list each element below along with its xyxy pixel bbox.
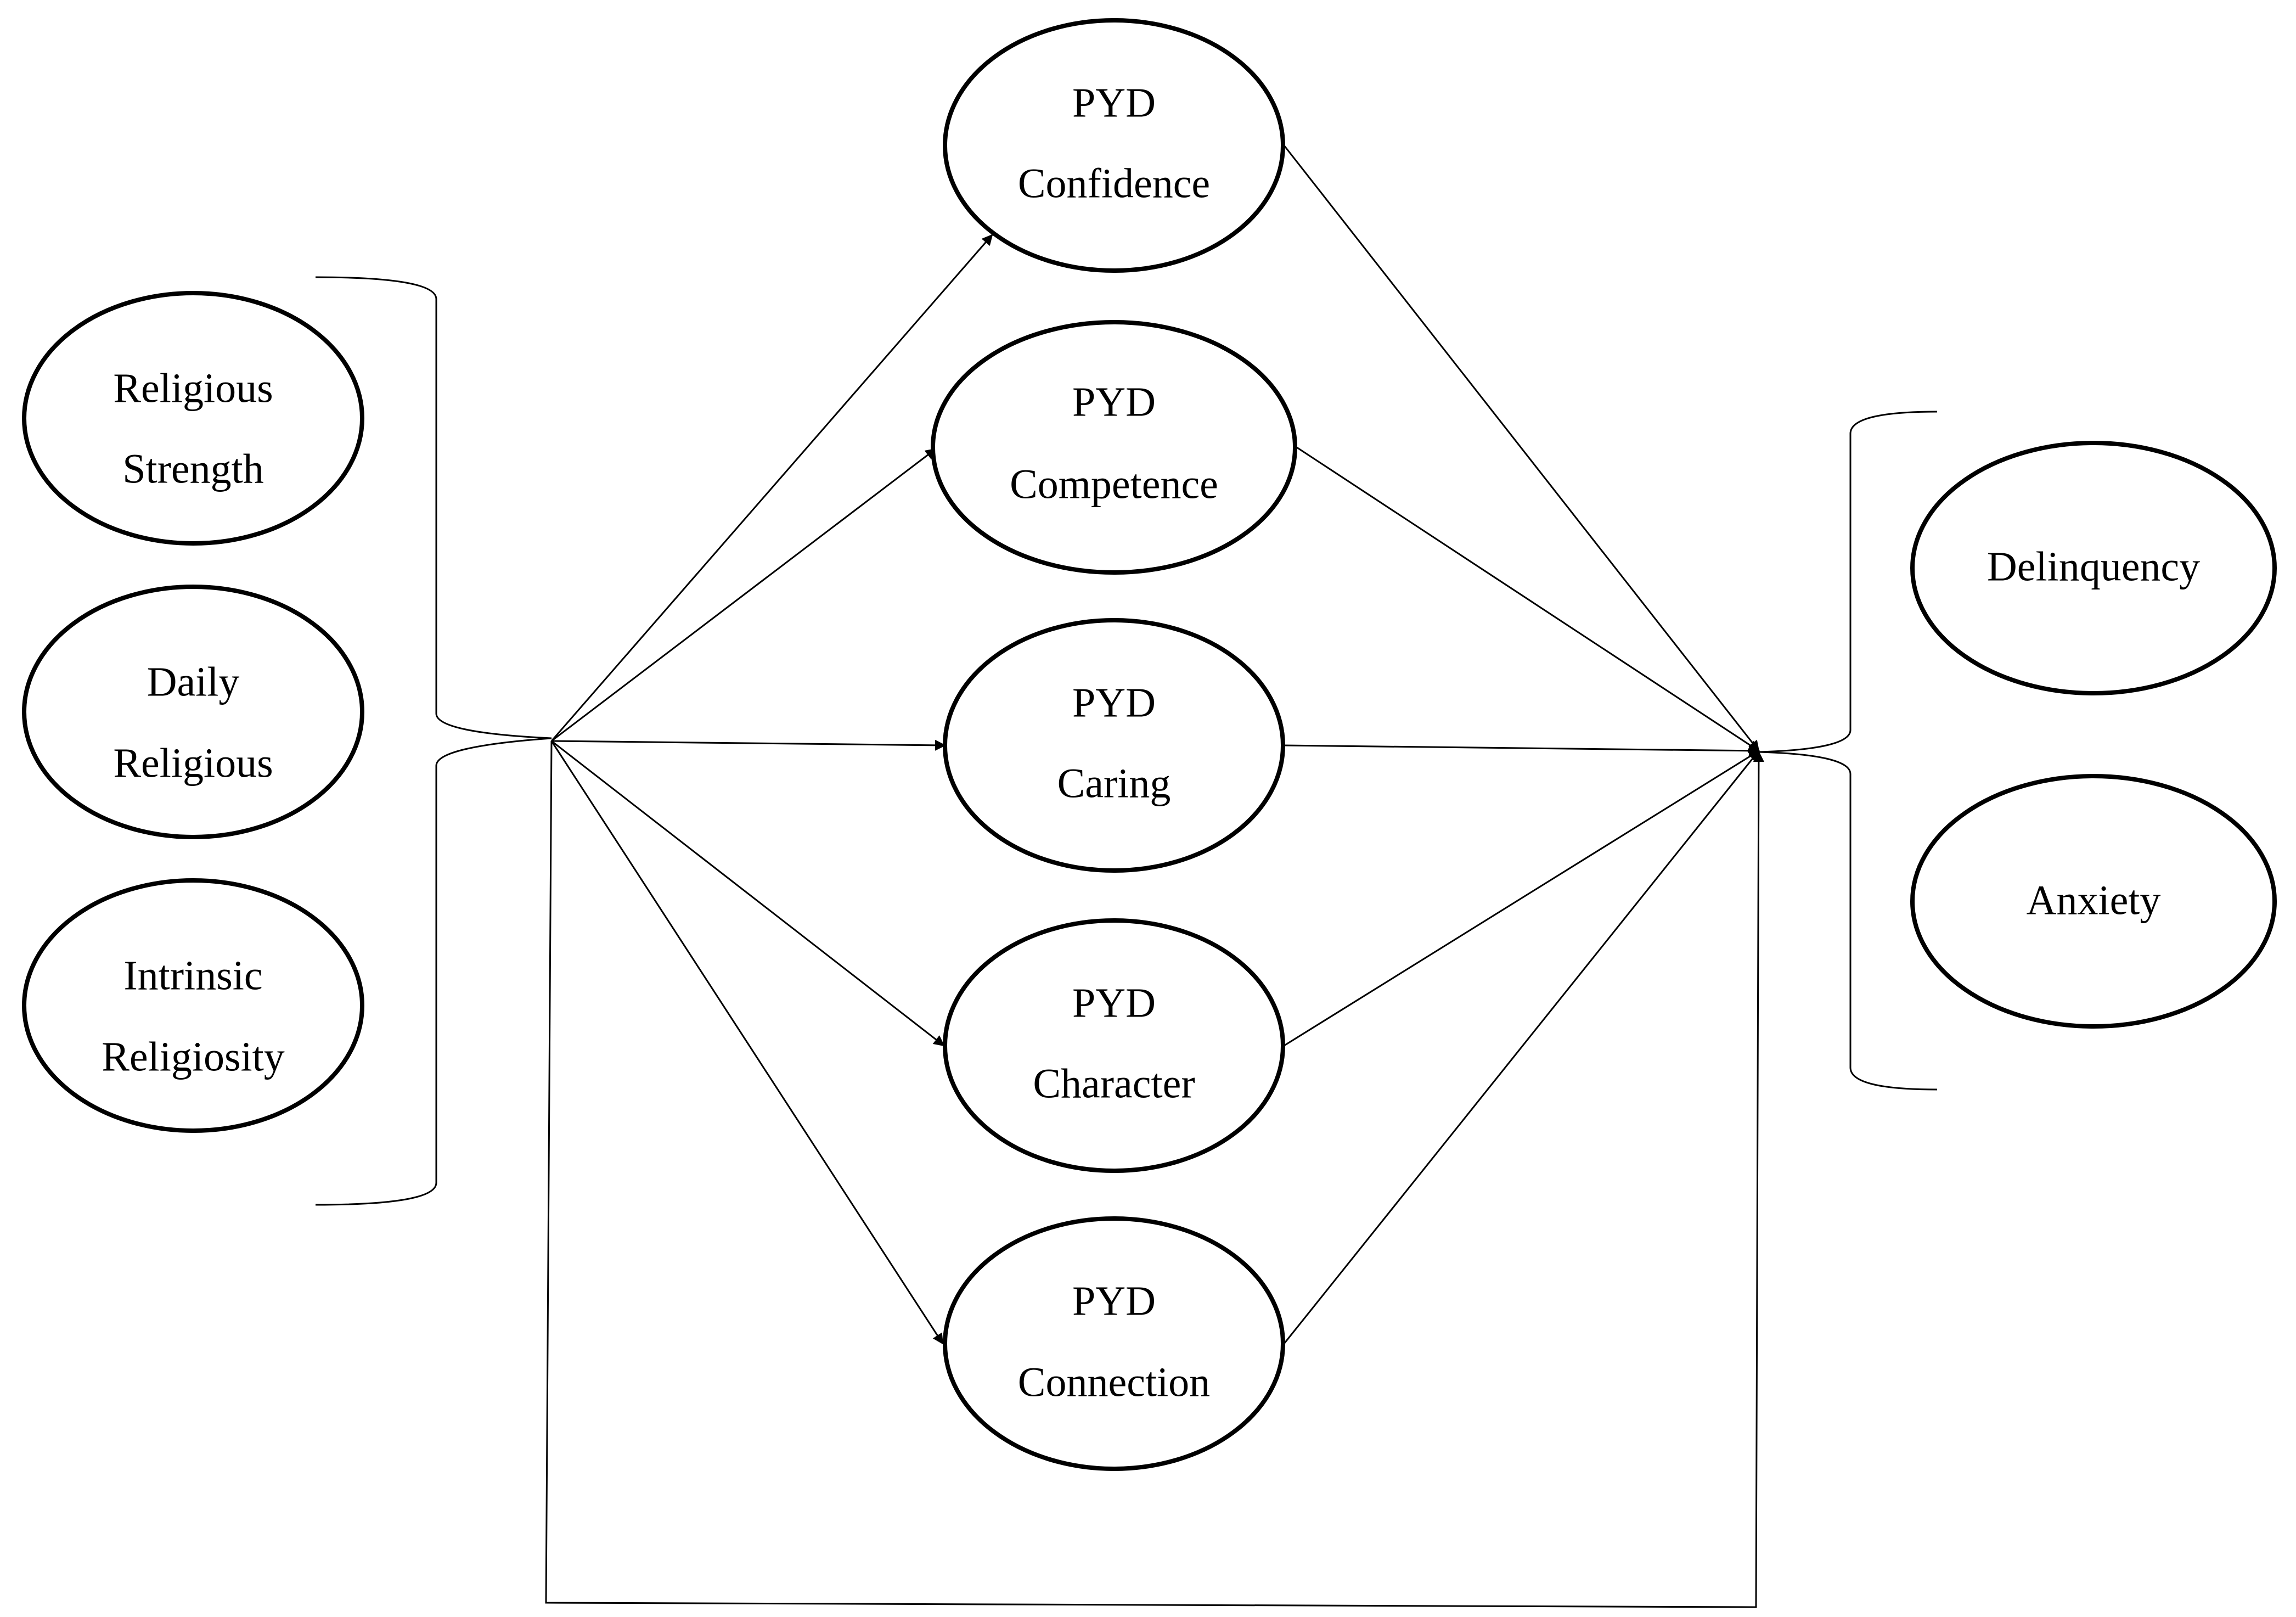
node-pyd-connection: PYD Connection [943,1216,1285,1471]
edge-competence-to-outcomes [1296,446,1760,752]
node-delinquency-label: Delinquency [1987,543,2200,589]
outcomes-bracket [1758,411,1938,1091]
node-pyd-competence-line2: Competence [1010,461,1218,507]
edge-predictors-to-connection [550,740,944,1345]
node-anxiety-label: Anxiety [2027,877,2161,923]
node-religious-strength-line2: Strength [122,446,264,492]
node-intrinsic-religiosity: Intrinsic Religiosity [22,878,364,1133]
node-pyd-caring: PYD Caring [943,618,1285,873]
node-religious-strength-line1: Religious [113,365,273,411]
node-pyd-caring-line1: PYD [1072,680,1156,726]
edge-predictors-to-confidence [550,234,993,742]
predictors-bracket [315,276,552,1206]
node-daily-religious-line1: Daily [147,659,240,705]
node-pyd-character: PYD Character [943,918,1285,1173]
edge-predictors-to-competence [551,448,937,742]
node-delinquency: Delinquency [1910,441,2277,695]
edge-predictors-to-character [551,740,945,1047]
edge-predictors-to-outcomes-direct [545,740,1764,1608]
node-pyd-character-line1: PYD [1072,980,1156,1026]
node-pyd-competence: PYD Competence [931,320,1297,575]
edge-connection-to-outcomes [1283,750,1760,1344]
node-pyd-caring-line2: Caring [1057,760,1171,806]
node-intrinsic-religiosity-line1: Intrinsic [123,952,262,998]
edge-caring-to-outcomes [1284,744,1760,756]
node-pyd-confidence: PYD Confidence [943,18,1285,273]
node-religious-strength: Religious Strength [22,291,364,546]
node-pyd-confidence-line1: PYD [1072,80,1156,126]
node-intrinsic-religiosity-line2: Religiosity [102,1034,285,1080]
node-daily-religious: Daily Religious [22,585,364,839]
node-pyd-connection-line1: PYD [1072,1278,1156,1324]
node-daily-religious-line2: Religious [113,740,273,786]
node-pyd-character-line2: Character [1033,1060,1195,1107]
node-pyd-competence-line1: PYD [1072,379,1156,425]
edge-character-to-outcomes [1284,750,1760,1047]
node-pyd-confidence-line2: Confidence [1018,160,1210,206]
edge-confidence-to-outcomes [1283,145,1760,752]
edge-predictors-to-caring [551,739,946,751]
node-pyd-connection-line2: Connection [1018,1359,1210,1405]
node-anxiety: Anxiety [1910,774,2277,1029]
